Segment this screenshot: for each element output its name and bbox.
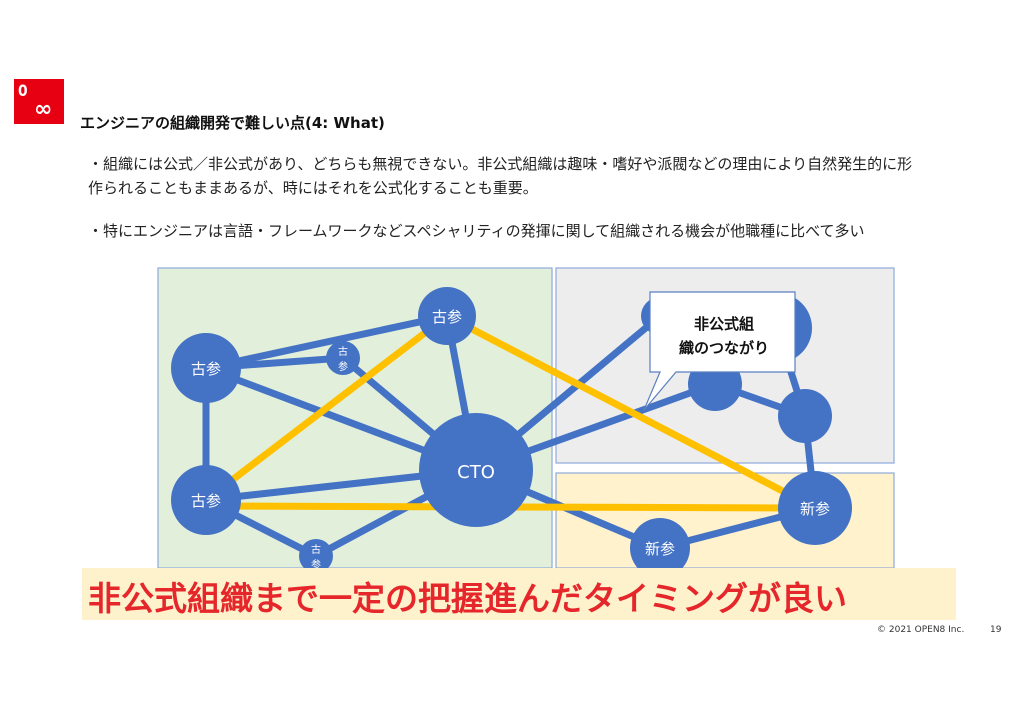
- node-senior-top: [418, 287, 476, 345]
- node-senior-left-label: 古参: [191, 360, 221, 378]
- node-senior-small-bottom: [299, 539, 333, 573]
- slide-title: エンジニアの組織開発で難しい点(4: What): [80, 114, 385, 132]
- callout-informal-connection-text: 非公式組織のつながり: [678, 315, 769, 357]
- paragraph-engineer-specialty: ・特にエンジニアは言語・フレームワークなどスペシャリティの発揮に関して組織される…: [88, 222, 865, 240]
- node-senior-bottom-label: 古参: [191, 492, 221, 510]
- logo-letter: O: [18, 81, 28, 100]
- page-number: 19: [990, 625, 1002, 635]
- node-cto: [419, 413, 533, 527]
- brand-logo: O ∞: [14, 79, 64, 124]
- node-cto-label: CTO: [457, 462, 495, 483]
- node-senior-top-label: 古参: [432, 308, 462, 326]
- logo-infinity: ∞: [34, 97, 53, 122]
- node-new-bottom-label: 新参: [645, 540, 675, 558]
- node-senior-small-bottom-label: 古参: [311, 543, 321, 571]
- informal-edge-senior-top-to-new-right: [443, 312, 819, 512]
- node-senior-small-top: [326, 341, 360, 375]
- informal-edge-senior-bottom-to-senior-top: [202, 312, 451, 504]
- node-gray-d: [778, 389, 832, 443]
- node-senior-bottom: [171, 465, 241, 535]
- node-senior-left: [171, 333, 241, 403]
- node-senior-small-top-label: 古参: [338, 345, 348, 373]
- node-new-right: [778, 471, 852, 545]
- conclusion-text: 非公式組織まで一定の把握進んだタイミングが良い: [88, 579, 847, 618]
- node-new-right-label: 新参: [800, 500, 830, 518]
- edge-senior-left-to-senior-top: [202, 312, 451, 372]
- node-new-bottom: [630, 518, 690, 578]
- copyright-footer: © 2021 OPEN8 Inc.: [877, 625, 965, 635]
- callout-bubble: [643, 291, 796, 411]
- paragraph-formal-informal: ・組織には公式／非公式があり、どちらも無視できない。非公式組織は趣味・嗜好や派閥…: [88, 155, 913, 197]
- conclusion-banner: 非公式組織まで一定の把握進んだタイミングが良い: [82, 568, 956, 620]
